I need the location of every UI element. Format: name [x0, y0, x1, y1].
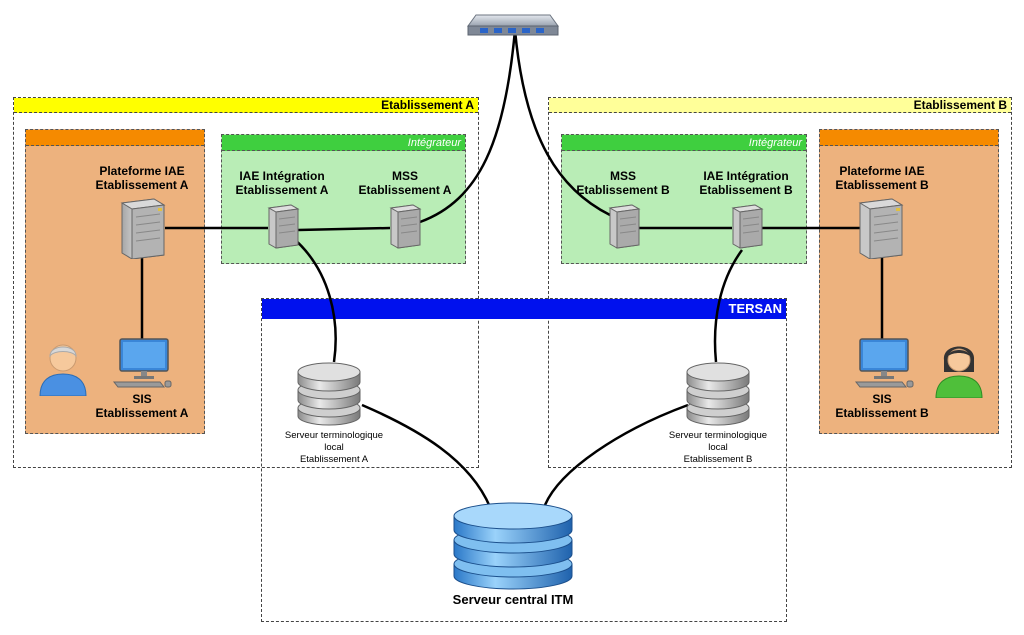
link-iae-a-mss-a — [297, 226, 391, 232]
label-iae-integration-b: IAE Intégration Etablissement B — [686, 169, 806, 197]
box-plateforme-b-bar — [820, 130, 998, 146]
link-iae-b-serveur-local-b — [713, 249, 744, 363]
label-serveur-local-b-line2: local — [708, 442, 728, 453]
label-plateforme-a-line1: Plateforme IAE — [99, 164, 185, 178]
label-mss-b-line1: MSS — [609, 169, 636, 183]
server-plateforme-a-icon — [120, 198, 166, 259]
label-iae-b-line2: Etablissement B — [699, 183, 793, 197]
label-sis-a-line1: SIS — [132, 392, 152, 406]
database-local-a-icon — [297, 362, 361, 426]
link-mss-b-switch — [513, 29, 611, 217]
link-serveur-local-b-central — [543, 403, 689, 506]
box-integrateur-a-title: Intégrateur — [222, 135, 465, 151]
zone-tersan: TERSAN — [261, 298, 787, 622]
label-plateforme-b-line1: Plateforme IAE — [839, 164, 925, 178]
zone-etablissement-a-title: Etablissement A — [14, 98, 478, 113]
monitor-sis-b-icon — [854, 338, 914, 388]
label-iae-a-line1: IAE Intégration — [239, 169, 325, 183]
zone-tersan-title: TERSAN — [262, 299, 786, 319]
label-iae-a-line2: Etablissement A — [235, 183, 329, 197]
zone-etablissement-b-title: Etablissement B — [549, 98, 1011, 113]
server-mss-a-icon — [389, 204, 422, 249]
label-serveur-local-a-line1: Serveur terminologique — [284, 430, 384, 441]
label-mss-a-line1: MSS — [391, 169, 418, 183]
zone-etablissement-a: Etablissement A — [13, 97, 479, 468]
label-sis-b-line1: SIS — [872, 392, 892, 406]
label-mss-b: MSS Etablissement B — [563, 169, 683, 197]
box-plateforme-a-bar — [26, 130, 204, 146]
box-integrateur-b-title: Intégrateur — [562, 135, 806, 151]
monitor-sis-a-icon — [112, 338, 172, 388]
label-sis-a-line2: Etablissement A — [95, 406, 189, 420]
label-serveur-central: Serveur central ITM — [452, 592, 574, 607]
label-serveur-local-a: Serveur terminologique local Etablisseme… — [264, 430, 404, 466]
link-serveur-local-a-central — [361, 403, 492, 508]
box-integrateur-a: Intégrateur — [221, 134, 466, 264]
label-mss-a: MSS Etablissement A — [345, 169, 465, 197]
label-mss-a-line2: Etablissement A — [358, 183, 452, 197]
label-sis-b: SIS Etablissement B — [822, 392, 942, 420]
user-female-icon — [935, 346, 983, 398]
server-iae-integration-a-icon — [267, 204, 300, 249]
database-central-icon — [453, 502, 573, 590]
label-serveur-local-b: Serveur terminologique local Etablisseme… — [648, 430, 788, 466]
label-plateforme-b: Plateforme IAE Etablissement B — [822, 164, 942, 192]
label-iae-b-line1: IAE Intégration — [703, 169, 789, 183]
database-local-b-icon — [686, 362, 750, 426]
label-serveur-local-b-line1: Serveur terminologique — [668, 430, 768, 441]
server-plateforme-b-icon — [858, 198, 904, 259]
label-sis-a: SIS Etablissement A — [82, 392, 202, 420]
link-mss-a-switch — [419, 29, 517, 224]
label-iae-integration-a: IAE Intégration Etablissement A — [222, 169, 342, 197]
label-serveur-local-a-line3: Etablissement A — [299, 454, 369, 465]
zone-etablissement-b: Etablissement B — [548, 97, 1012, 468]
network-switch-icon — [467, 14, 559, 36]
link-iae-a-serveur-local-a — [292, 237, 337, 363]
server-mss-b-icon — [608, 204, 641, 249]
user-male-icon — [39, 344, 87, 396]
label-plateforme-a-line2: Etablissement A — [95, 178, 189, 192]
label-plateforme-b-line2: Etablissement B — [835, 178, 929, 192]
label-plateforme-a: Plateforme IAE Etablissement A — [82, 164, 202, 192]
label-mss-b-line2: Etablissement B — [576, 183, 670, 197]
label-serveur-local-a-line2: local — [324, 442, 344, 453]
label-serveur-local-b-line3: Etablissement B — [683, 454, 753, 465]
box-integrateur-b: Intégrateur — [561, 134, 807, 264]
label-sis-b-line2: Etablissement B — [835, 406, 929, 420]
server-iae-integration-b-icon — [731, 204, 764, 249]
